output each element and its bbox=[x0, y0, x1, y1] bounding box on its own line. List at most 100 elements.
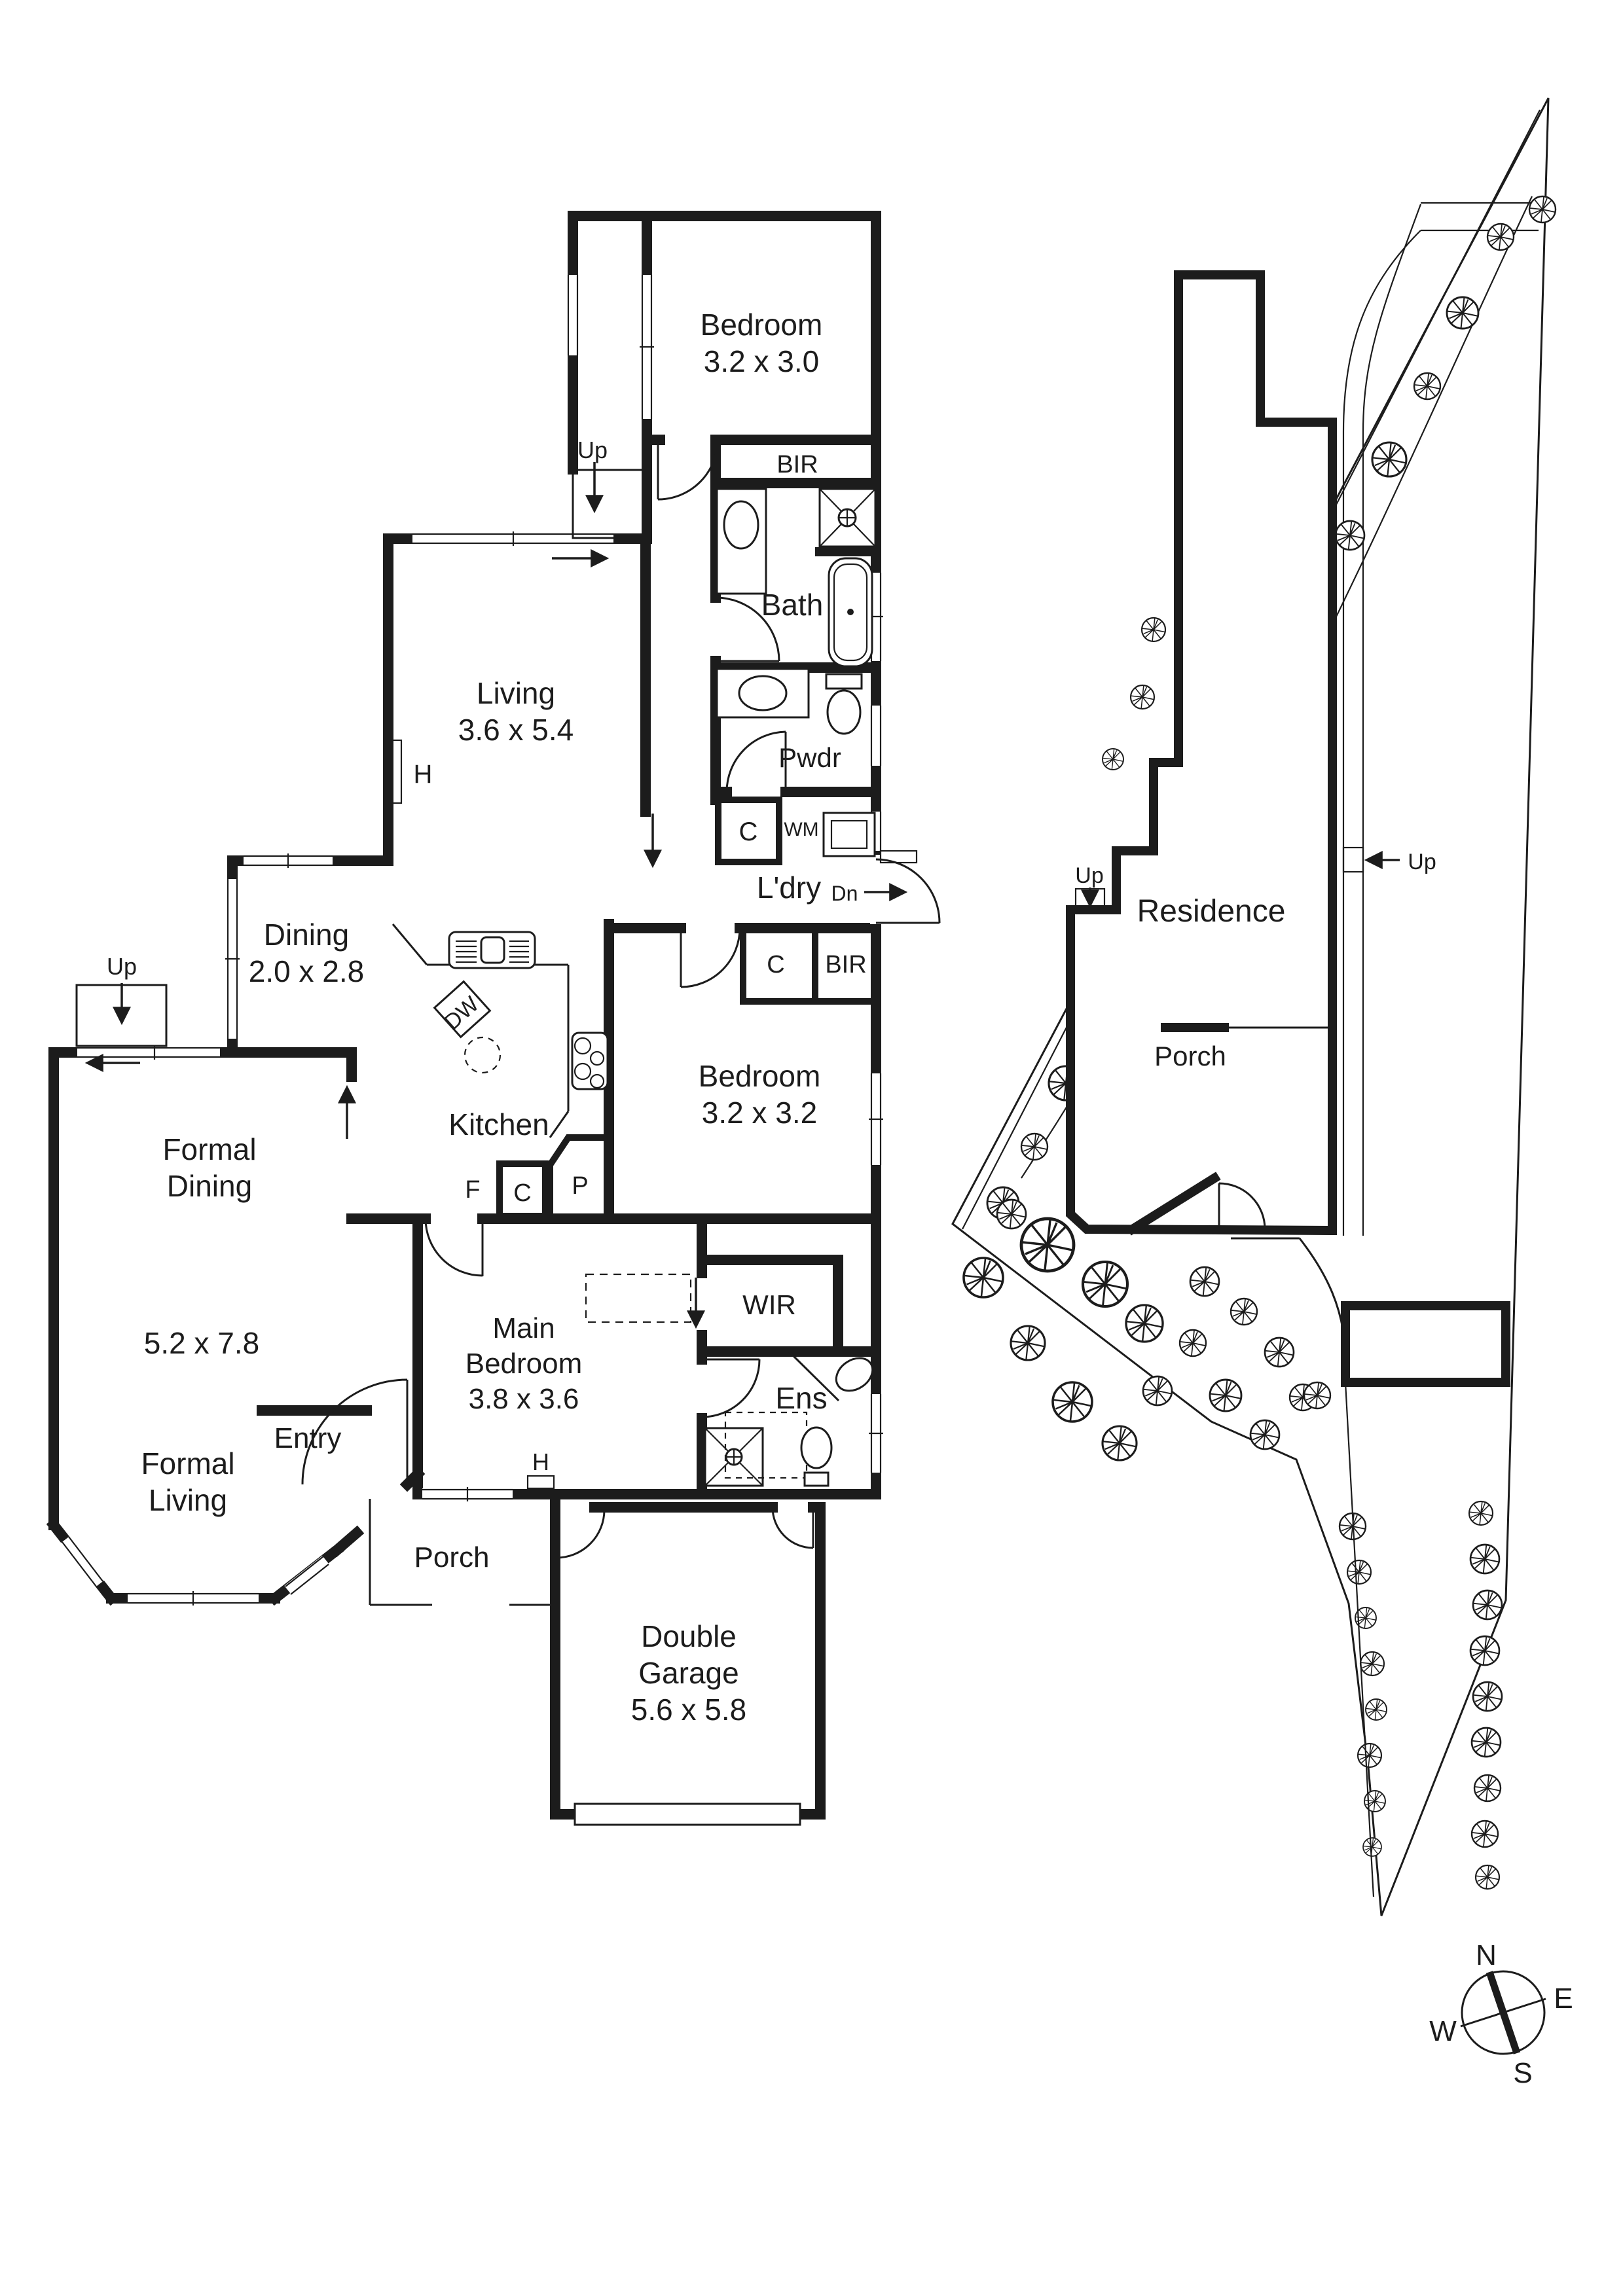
tree-icon bbox=[1189, 1266, 1220, 1297]
laundry-door bbox=[875, 858, 941, 924]
front-door bbox=[301, 1378, 409, 1485]
tree-icon bbox=[1357, 1742, 1383, 1768]
site-residence-label: Residence bbox=[1137, 894, 1286, 929]
closet-bedroom-mid-label: C bbox=[767, 951, 784, 978]
tree-icon bbox=[1101, 1425, 1138, 1462]
bath-vanity-icon bbox=[716, 488, 767, 595]
site-porch-door-arc bbox=[1218, 1182, 1266, 1230]
window-stairwell-left bbox=[567, 275, 579, 355]
site-plan: Up Up Residence Porch bbox=[951, 98, 1557, 1916]
tree-icon bbox=[1051, 1381, 1093, 1423]
window-living-top bbox=[412, 531, 613, 546]
site-porch-label: Porch bbox=[1154, 1041, 1226, 1071]
site-side-path bbox=[1342, 204, 1422, 1236]
tree-icon bbox=[1470, 1727, 1502, 1758]
tree-icon bbox=[1371, 441, 1408, 478]
fridge-label: F bbox=[465, 1176, 480, 1204]
tree-icon bbox=[1021, 1219, 1074, 1271]
powder-door bbox=[725, 730, 787, 793]
garage-dims: 5.6 x 5.8 bbox=[631, 1693, 746, 1727]
tree-icon bbox=[1010, 1325, 1046, 1361]
tree-icon bbox=[1472, 1589, 1503, 1621]
formal-dining-dims: 5.2 x 7.8 bbox=[144, 1326, 259, 1360]
kitchen-dashed-circle bbox=[464, 1036, 501, 1074]
tree-icon bbox=[1129, 684, 1156, 710]
porch-label: Porch bbox=[414, 1541, 490, 1573]
site-top-path bbox=[1421, 202, 1542, 232]
window-ensuite-right bbox=[869, 1394, 883, 1473]
porch-garage-door bbox=[555, 1509, 606, 1559]
compass-south-label: S bbox=[1513, 2057, 1532, 2089]
window-main-bedroom-bottom bbox=[422, 1487, 513, 1501]
heater-living-label: H bbox=[414, 760, 433, 789]
wir-label: WIR bbox=[742, 1289, 796, 1320]
living-label: Living bbox=[477, 676, 555, 710]
porch-outline bbox=[369, 1499, 555, 1606]
closet-walls bbox=[496, 797, 879, 1219]
tree-icon bbox=[1303, 1381, 1332, 1410]
washing-machine-label: WM bbox=[784, 819, 818, 840]
main-bedroom-label-2: Bedroom bbox=[465, 1348, 583, 1380]
tree-icon bbox=[1102, 748, 1124, 770]
bedroom-mid-door bbox=[680, 927, 741, 988]
bir-bedroom-mid-label: BIR bbox=[825, 951, 866, 978]
tree-icon bbox=[1474, 1864, 1501, 1890]
site-porch-walls bbox=[1126, 1023, 1229, 1236]
ensuite-door bbox=[701, 1358, 761, 1418]
formal-living-label-1: Formal bbox=[141, 1446, 234, 1480]
heater-main-bedroom-label: H bbox=[532, 1448, 549, 1475]
floor-plan: DW bbox=[46, 211, 941, 1826]
heater-living-icon bbox=[389, 739, 403, 804]
tree-icon bbox=[1178, 1329, 1207, 1357]
site-garage-outline bbox=[1341, 1301, 1510, 1387]
powder-toilet-icon bbox=[825, 673, 863, 735]
washing-machine-icon bbox=[822, 812, 876, 857]
garage-door bbox=[574, 1803, 801, 1826]
tree-icon bbox=[1020, 1132, 1049, 1161]
pantry-label: P bbox=[572, 1172, 588, 1200]
entry-label: Entry bbox=[274, 1422, 342, 1454]
tree-icon bbox=[1249, 1419, 1281, 1450]
tree-icon bbox=[1469, 1543, 1501, 1575]
tree-icon bbox=[1362, 1837, 1382, 1857]
laundry-label: L'dry bbox=[757, 870, 821, 905]
tree-icon bbox=[1334, 520, 1366, 551]
site-boundary bbox=[951, 98, 1550, 1916]
site-up-label-left: Up bbox=[1075, 863, 1103, 888]
formal-dining-label-2: Dining bbox=[167, 1169, 252, 1203]
bedroom-top-label: Bedroom bbox=[701, 308, 823, 342]
dining-dims: 2.0 x 2.8 bbox=[249, 954, 364, 988]
site-driveway-line bbox=[1344, 1382, 1375, 1897]
closet-kitchen-label: C bbox=[513, 1179, 531, 1207]
powder-basin-icon bbox=[716, 668, 810, 719]
up-top-label: Up bbox=[577, 437, 608, 463]
ensuite-shower-icon bbox=[704, 1427, 764, 1487]
laundry-step bbox=[879, 850, 918, 864]
compass-north-label: N bbox=[1476, 1939, 1497, 1971]
kitchen-label: Kitchen bbox=[448, 1107, 549, 1141]
bath-door bbox=[715, 596, 780, 662]
window-dining-bay bbox=[225, 879, 240, 1039]
laundry-door-gap bbox=[870, 855, 882, 924]
down-label: Dn bbox=[831, 882, 858, 905]
bath-label: Bath bbox=[761, 588, 824, 622]
tree-icon bbox=[1469, 1635, 1501, 1666]
tree-icon bbox=[1264, 1336, 1295, 1368]
tree-icon bbox=[1346, 1559, 1372, 1585]
powder-label: Pwdr bbox=[778, 742, 841, 773]
tree-icon bbox=[1473, 1774, 1502, 1803]
dining-label: Dining bbox=[264, 918, 349, 952]
tree-icon bbox=[1470, 1820, 1499, 1848]
window-powder-right bbox=[870, 706, 882, 766]
garage-label-2: Garage bbox=[638, 1656, 739, 1690]
tree-icon bbox=[1083, 1262, 1127, 1306]
heater-main-bedroom-icon bbox=[526, 1475, 555, 1490]
tree-icon bbox=[1468, 1500, 1494, 1526]
tree-icon bbox=[1472, 1681, 1503, 1712]
garage-label-1: Double bbox=[641, 1619, 737, 1653]
main-bedroom-door bbox=[424, 1218, 484, 1277]
kitchen-sink-icon bbox=[448, 931, 536, 969]
window-bay-right-angled bbox=[284, 1555, 330, 1596]
